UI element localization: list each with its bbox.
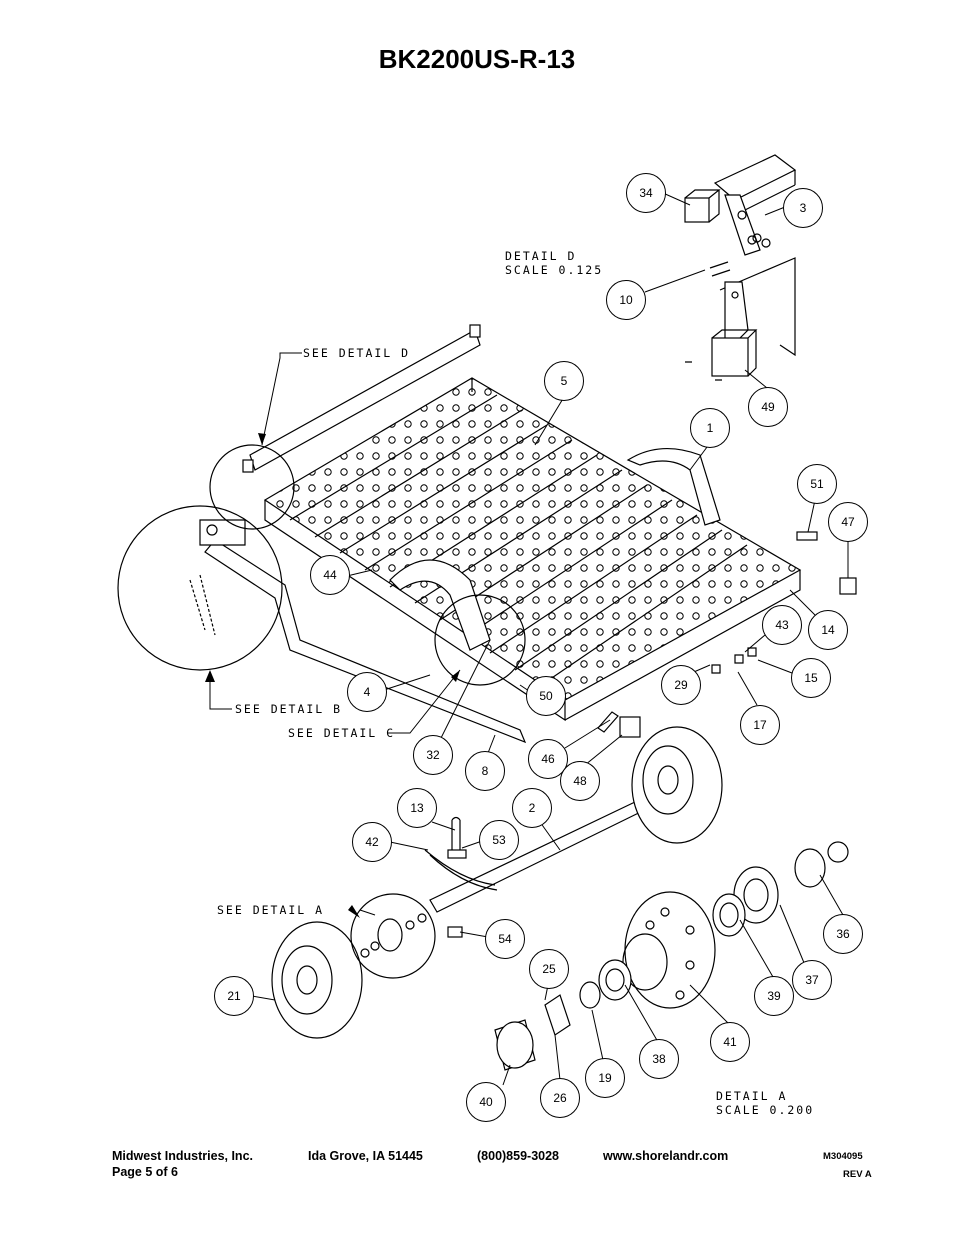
callout-36: 36 [823, 914, 863, 954]
callout-14: 14 [808, 610, 848, 650]
callout-34: 34 [626, 173, 666, 213]
footer-company: Midwest Industries, Inc. [112, 1149, 253, 1163]
callout-2: 2 [512, 788, 552, 828]
detail-d-circle [209, 444, 295, 530]
callout-50: 50 [526, 676, 566, 716]
callout-48: 48 [560, 761, 600, 801]
callout-51: 51 [797, 464, 837, 504]
detail-a-circle [350, 893, 436, 979]
callout-53: 53 [479, 820, 519, 860]
detail-d-scale: SCALE 0.125 [505, 263, 604, 277]
callout-10: 10 [606, 280, 646, 320]
callout-29: 29 [661, 665, 701, 705]
arrowheads [205, 433, 460, 918]
callout-4: 4 [347, 672, 387, 712]
callout-1: 1 [690, 408, 730, 448]
callout-49: 49 [748, 387, 788, 427]
see-detail-c-label: SEE DETAIL C [288, 726, 396, 740]
trailer-frame-drawing [189, 324, 857, 1071]
callout-32: 32 [413, 735, 453, 775]
footer-page: Page 5 of 6 [112, 1165, 178, 1179]
callout-46: 46 [528, 739, 568, 779]
callout-40: 40 [466, 1082, 506, 1122]
detail-b-circle [117, 505, 283, 671]
callout-25: 25 [529, 949, 569, 989]
footer-revision: REV A [843, 1169, 872, 1180]
callout-42: 42 [352, 822, 392, 862]
detail-a-label: DETAIL A [716, 1089, 788, 1103]
detail-c-circle [434, 594, 526, 686]
callout-17: 17 [740, 705, 780, 745]
see-detail-d-label: SEE DETAIL D [303, 346, 411, 360]
page-title: BK2200US-R-13 [378, 44, 576, 74]
detail-a-scale: SCALE 0.200 [716, 1103, 815, 1117]
see-detail-b-label: SEE DETAIL B [235, 702, 343, 716]
detail-d-label: DETAIL D [505, 249, 577, 263]
callout-19: 19 [585, 1058, 625, 1098]
footer-doc-number: M304095 [823, 1151, 863, 1162]
callout-26: 26 [540, 1078, 580, 1118]
callout-5: 5 [544, 361, 584, 401]
detail-circles [117, 444, 526, 979]
callout-13: 13 [397, 788, 437, 828]
footer-phone: (800)859-3028 [477, 1149, 560, 1163]
callout-21: 21 [214, 976, 254, 1016]
callout-43: 43 [762, 605, 802, 645]
footer-website: www.shorelandr.com [603, 1149, 729, 1163]
callout-3: 3 [783, 188, 823, 228]
callout-39: 39 [754, 976, 794, 1016]
callout-8: 8 [465, 751, 505, 791]
leader-lines [209, 192, 849, 1086]
see-detail-a-label: SEE DETAIL A [217, 903, 325, 917]
callout-44: 44 [310, 555, 350, 595]
callout-47: 47 [828, 502, 868, 542]
detail-d-drawing [684, 154, 797, 381]
callout-41: 41 [710, 1022, 750, 1062]
footer-address: Ida Grove, IA 51445 [308, 1149, 423, 1163]
callout-37: 37 [792, 960, 832, 1000]
callout-38: 38 [639, 1039, 679, 1079]
callout-54: 54 [485, 919, 525, 959]
callout-15: 15 [791, 658, 831, 698]
